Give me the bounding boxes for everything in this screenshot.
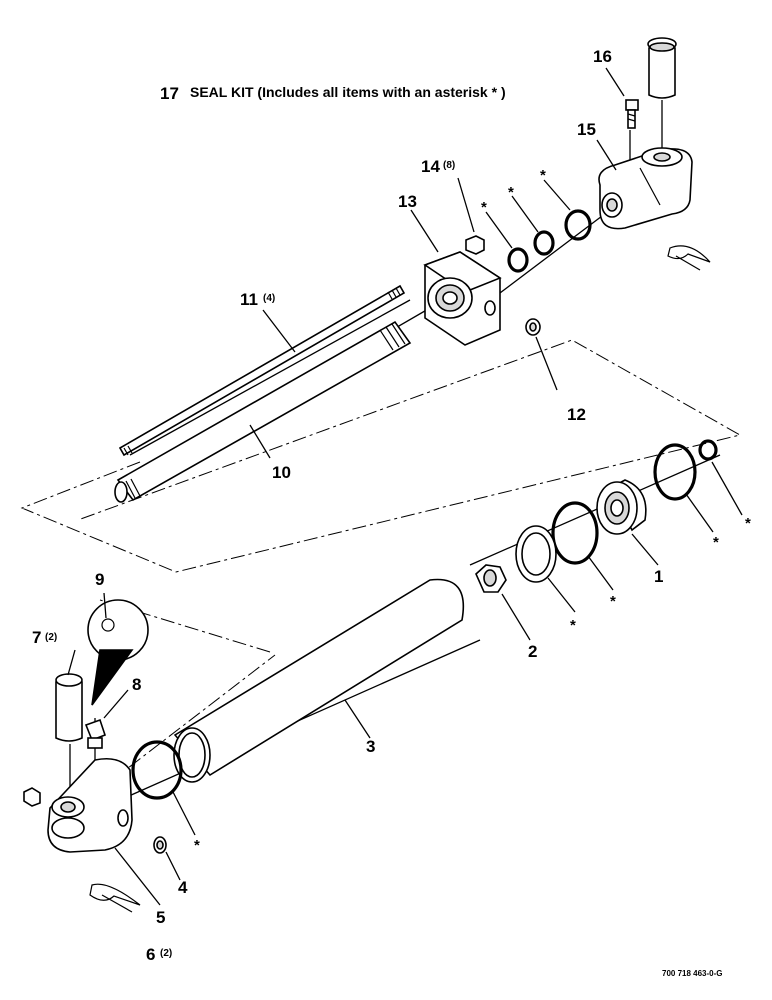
plug-8 <box>84 718 107 749</box>
callout-3: 3 <box>366 737 375 756</box>
assembly-outline <box>20 339 742 829</box>
rod-clevis-15 <box>598 147 693 230</box>
bolt-16 <box>625 99 639 129</box>
detail-bubble-9 <box>87 599 149 706</box>
lower-seal-rings <box>515 439 718 583</box>
nut-left <box>23 787 41 807</box>
callout-16: 16 <box>593 47 612 66</box>
callout-14: 14 <box>421 157 440 176</box>
callout-2: 2 <box>528 642 537 661</box>
asterisk-mark: * <box>745 515 751 532</box>
barrel-seal-ring <box>131 740 183 800</box>
asterisk-mark: * <box>194 837 200 854</box>
clevis-pin-16 <box>647 37 677 99</box>
seal-kit-number: 17 <box>160 84 179 103</box>
callout-7-qty: (2) <box>45 632 57 643</box>
callout-15: 15 <box>577 120 596 139</box>
tie-rod-11 <box>118 284 406 457</box>
seal-kit-caption: 17 SEAL KIT (Includes all items with an … <box>160 84 506 103</box>
callout-12: 12 <box>567 405 586 424</box>
callout-13: 13 <box>398 192 417 211</box>
nut-2 <box>475 564 507 593</box>
callout-5: 5 <box>156 908 165 927</box>
asterisk-mark: * <box>540 167 546 184</box>
nut-14 <box>465 235 485 255</box>
callout-8: 8 <box>132 675 141 694</box>
callout-7: 7 <box>32 628 41 647</box>
cylinder-barrel-3 <box>173 578 464 783</box>
fitting-4 <box>153 836 167 854</box>
callout-4: 4 <box>178 878 188 897</box>
fitting-12 <box>525 318 541 336</box>
callout-6-qty: (2) <box>160 948 172 959</box>
cotter-pin-6 <box>89 883 141 913</box>
upper-seal-rings <box>507 209 592 273</box>
cotter-pin-upper <box>667 245 711 271</box>
callout-6: 6 <box>146 945 155 964</box>
asterisk-mark: * <box>570 617 576 634</box>
drawing-number: 700 718 463-0-G <box>662 969 723 978</box>
callout-11: 11 <box>240 290 258 309</box>
asterisk-mark: * <box>610 593 616 610</box>
callout-11-qty: (4) <box>263 293 275 304</box>
asterisk-mark: * <box>713 534 719 551</box>
callout-labels: 1 2 3 4 5 6 (2) 7 (2) 8 9 10 11 (4) 12 1… <box>32 47 663 964</box>
callout-1: 1 <box>654 567 663 586</box>
asterisk-markers: * * * * * * * * <box>194 167 751 854</box>
callout-9: 9 <box>95 570 104 589</box>
head-block-13 <box>423 251 502 346</box>
seal-kit-text: SEAL KIT (Includes all items with an ast… <box>190 84 506 100</box>
piston-1 <box>596 479 647 535</box>
piston-rod-10 <box>114 320 412 503</box>
base-clevis-5 <box>47 757 133 853</box>
callout-14-qty: (8) <box>443 160 455 171</box>
asterisk-mark: * <box>481 199 487 216</box>
callout-10: 10 <box>272 463 291 482</box>
leader-lines <box>67 67 743 906</box>
pin-7 <box>55 673 83 742</box>
asterisk-mark: * <box>508 184 514 201</box>
